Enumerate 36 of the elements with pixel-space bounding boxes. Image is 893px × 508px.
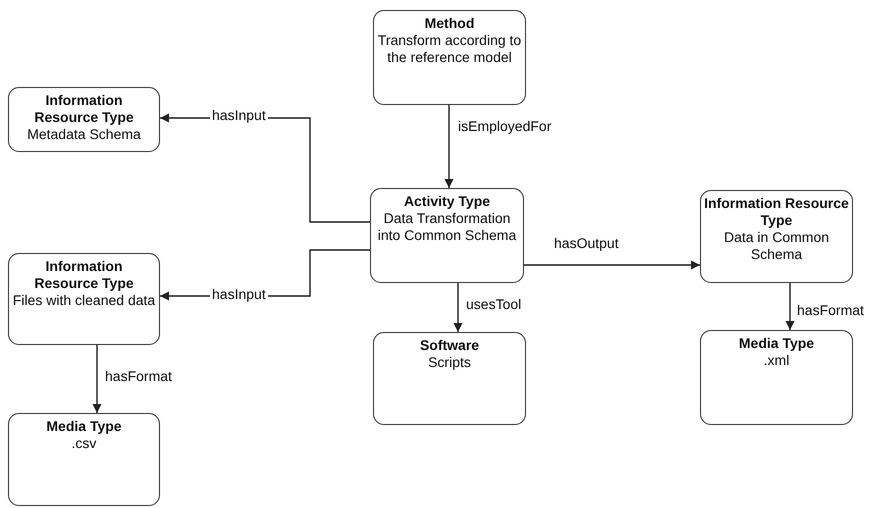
edge-label: hasInput (210, 107, 268, 123)
box-heading: Information Resource Type (33, 92, 135, 126)
edge-label: hasFormat (103, 368, 174, 384)
entity-box (700, 330, 853, 425)
edge-label: isEmployedFor (456, 118, 554, 134)
box-heading: Information Resource Type (33, 258, 135, 292)
arrow (524, 260, 700, 270)
entity-box (8, 413, 160, 506)
box-text: Data in Common Schema (722, 229, 830, 263)
box-text: .xml (764, 352, 790, 369)
entity-box (373, 10, 526, 105)
entity-box (8, 253, 160, 345)
arrow (92, 345, 102, 413)
entity-box (700, 190, 853, 283)
entity-box (373, 332, 526, 425)
box-text: Metadata Schema (27, 126, 141, 143)
edge-label: hasFormat (795, 302, 866, 318)
box-heading: Media Type (46, 418, 122, 435)
entity-box (370, 188, 524, 283)
box-heading: Activity Type (404, 193, 490, 210)
edge-label: hasInput (210, 286, 268, 302)
box-text: Files with cleaned data (12, 292, 156, 309)
edge-label: hasOutput (552, 235, 621, 251)
box-heading: Method (424, 15, 474, 32)
box-text: Data Transformation into Common Schema (376, 210, 518, 244)
box-heading: Software (420, 337, 480, 354)
box-text: Transform according to the reference model (377, 32, 522, 66)
box-heading: Information Resource Type (704, 195, 849, 229)
arrow (786, 283, 794, 330)
arrow (454, 283, 462, 332)
box-heading: Media Type (738, 335, 814, 352)
entity-box (8, 87, 160, 152)
box-text: Scripts (428, 354, 471, 371)
arrow (444, 105, 454, 188)
box-text: .csv (72, 435, 96, 452)
edge-label: usesTool (464, 296, 524, 312)
